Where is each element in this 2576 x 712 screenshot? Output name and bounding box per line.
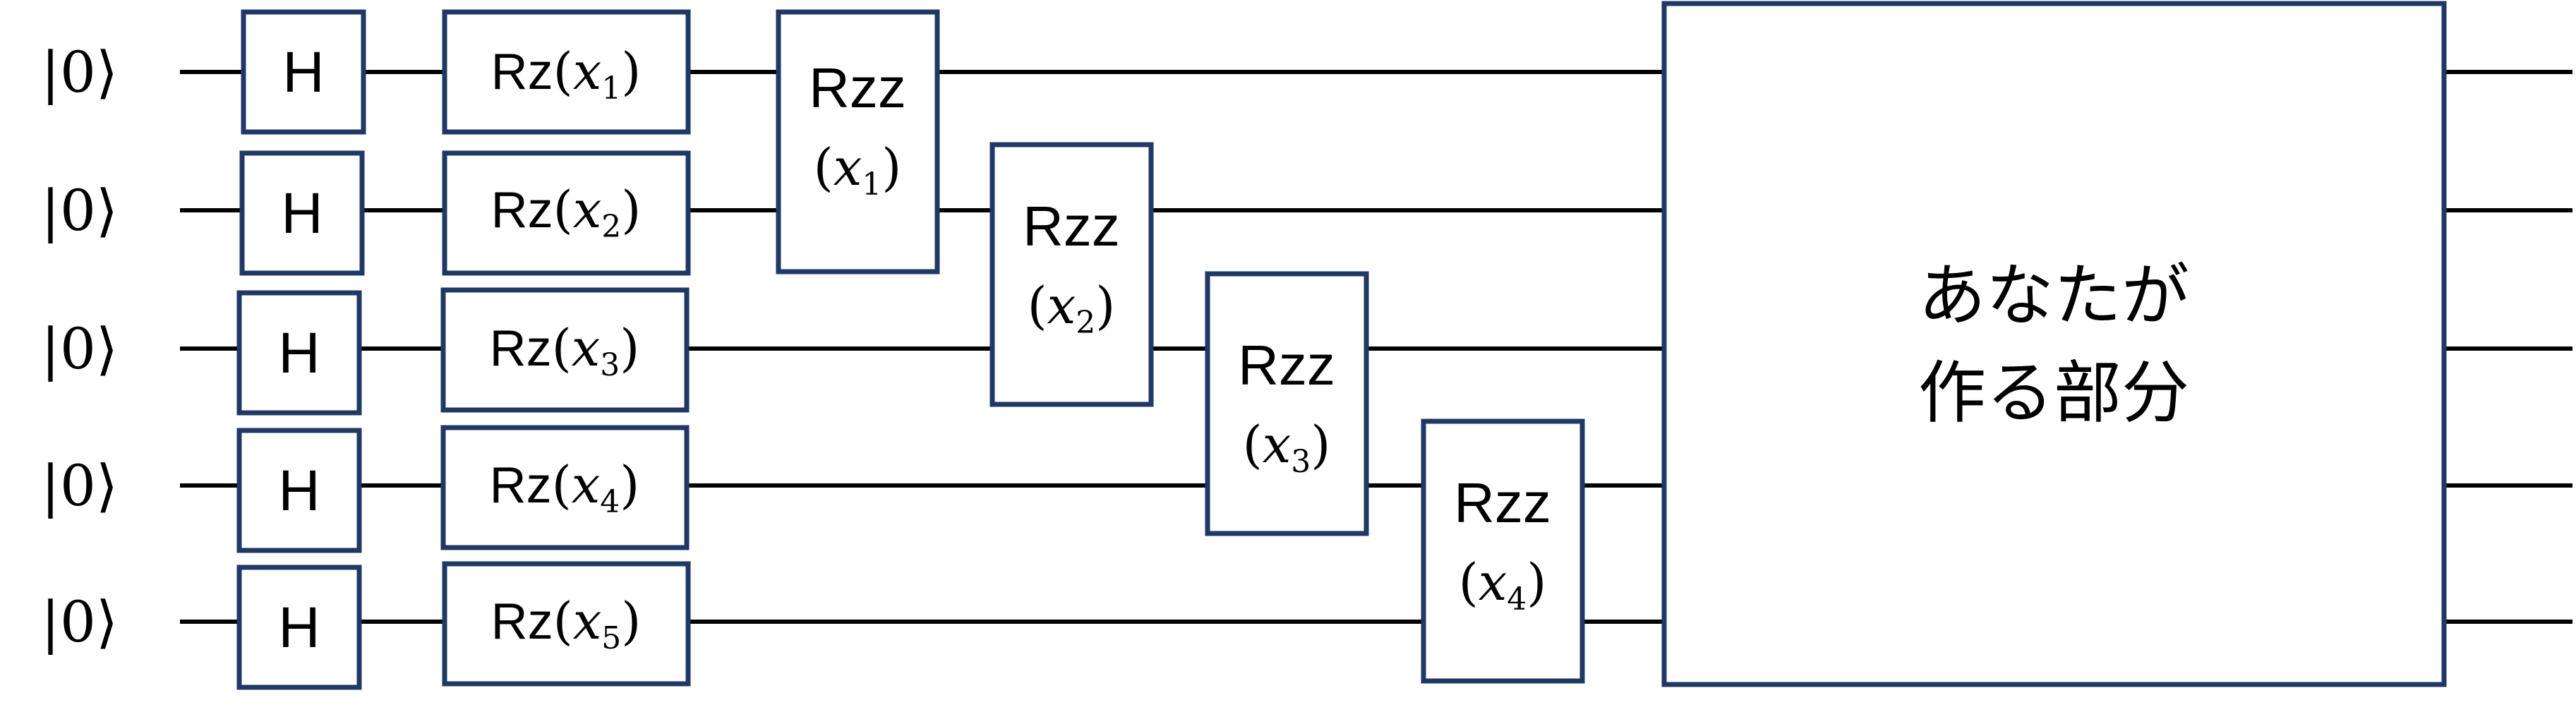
h-gate-label: H (278, 321, 320, 385)
rz-gates: Rz(x1) Rz(x2) Rz(x3) Rz(x4) Rz(x5) (440, 9, 691, 687)
rz-gate-q5: Rz(x5) (442, 561, 691, 687)
rz-gate-q3: Rz(x3) (440, 287, 690, 413)
h-gate-label: H (281, 181, 323, 246)
rzz-gate-q2-q3: Rzz (x2) (989, 142, 1154, 407)
h-gate-label: H (282, 40, 324, 104)
h-gate-q2: H (239, 150, 365, 276)
rzz-gate-q3-q4: Rzz (x3) (1205, 271, 1369, 536)
h-gate-q4: H (236, 428, 362, 553)
init-state-q2: |0⟩ (41, 178, 118, 243)
rz-gate-q4: Rz(x4) (440, 425, 690, 550)
h-gate-q5: H (236, 565, 362, 690)
rzz-gate-label: Rzz (809, 56, 906, 119)
hadamard-gates: H H H H H (236, 9, 366, 690)
rzz-gate-q4-q5: Rzz (x4) (1421, 418, 1585, 684)
rzz-gate-q1-q2: Rzz (x1) (776, 9, 940, 274)
h-gate-label: H (278, 596, 320, 660)
rzz-gate-param: (x3) (1243, 415, 1331, 480)
rzz-gates: Rzz (x1) Rzz (x2) Rzz (x3) Rzz (x4) (776, 9, 1585, 684)
rzz-gate-param: (x2) (1028, 276, 1116, 341)
h-gate-label: H (278, 459, 320, 523)
init-state-q5: |0⟩ (41, 589, 118, 655)
rz-gate-label: Rz(x3) (490, 318, 640, 383)
rz-gate-q2: Rz(x2) (442, 150, 691, 276)
h-gate-q1: H (241, 9, 366, 135)
custom-block-line1: あなたが (1918, 256, 2189, 335)
rzz-gate-label: Rzz (1023, 195, 1120, 258)
init-state-q3: |0⟩ (41, 316, 118, 382)
rzz-gate-label: Rzz (1238, 334, 1335, 397)
rzz-gate-param: (x1) (814, 138, 902, 203)
rz-gate-label: Rz(x1) (491, 42, 642, 107)
init-state-q4: |0⟩ (41, 453, 118, 519)
custom-block-line2: 作る部分 (1918, 354, 2189, 433)
rz-gate-q1: Rz(x1) (442, 9, 691, 135)
rzz-gate-label: Rzz (1454, 471, 1551, 534)
rz-gate-label: Rz(x5) (491, 591, 642, 656)
initial-states: |0⟩ |0⟩ |0⟩ |0⟩ |0⟩ (41, 40, 118, 655)
custom-block: あなたが 作る部分 (1661, 1, 2447, 687)
rz-gate-label: Rz(x2) (491, 180, 642, 245)
rzz-gate-param: (x4) (1459, 553, 1547, 617)
rz-gate-label: Rz(x4) (490, 455, 640, 520)
h-gate-q3: H (236, 290, 362, 416)
init-state-q1: |0⟩ (41, 40, 118, 105)
